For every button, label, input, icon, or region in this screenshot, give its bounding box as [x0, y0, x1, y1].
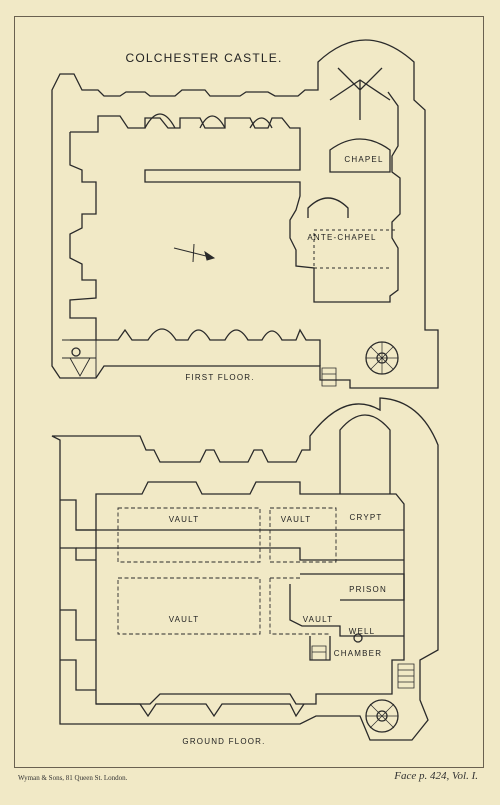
first-floor-outer-wall: [51, 39, 439, 389]
chapel-apse: [329, 138, 391, 173]
well-shaft: [353, 633, 363, 643]
vault-4-label: VAULT: [303, 615, 334, 624]
first-floor-south-bays: [96, 328, 321, 366]
ground-floor-stair-treads: [366, 703, 398, 729]
vault-2-label: VAULT: [281, 515, 312, 524]
ante-chapel-apse: [307, 197, 349, 218]
chapel-label: CHAPEL: [344, 155, 383, 164]
printer-credit: Wyman & Sons, 81 Queen St. London.: [18, 774, 128, 782]
first-floor-stair-sw: [62, 339, 97, 378]
prison-label: PRISON: [349, 585, 387, 594]
ground-floor-plan: [51, 397, 439, 741]
chamber-label: CHAMBER: [334, 649, 382, 658]
first-floor-dashed-lines: [313, 229, 398, 302]
first-floor-inner-wall: [70, 91, 401, 303]
well-label: WELL: [349, 627, 376, 636]
vault-1-label: VAULT: [169, 515, 200, 524]
ground-floor-outer-wall: [51, 397, 439, 741]
ground-floor-corridors: [76, 529, 404, 561]
vault-3-label: VAULT: [169, 615, 200, 624]
first-floor-north-arches: [144, 113, 273, 129]
page-reference: Face p. 424, Vol. I.: [394, 770, 478, 782]
first-floor-stair-ne-treads: [366, 342, 398, 374]
north-arrow: [173, 243, 216, 263]
first-floor-west-wall: [69, 132, 97, 341]
ground-floor-west-niches: [60, 499, 96, 691]
ground-floor-vault-outlines: [117, 507, 337, 635]
ground-floor-hatched-block: [397, 663, 415, 689]
crypt-label: CRYPT: [350, 513, 383, 522]
first-floor-stair-sw-newel: [71, 347, 81, 357]
first-floor-hatched-block: [321, 367, 337, 387]
chapel-star-vault: [329, 67, 391, 120]
ground-floor-south-bays: [96, 703, 305, 718]
plate-title: COLCHESTER CASTLE.: [126, 51, 283, 65]
first-floor-caption: FIRST FLOOR.: [185, 373, 254, 382]
crypt-apse: [339, 414, 391, 494]
ante-chapel-label: ANTE-CHAPEL: [307, 233, 376, 242]
ground-floor-caption: GROUND FLOOR.: [182, 737, 265, 746]
first-floor-plan: [51, 39, 439, 389]
ground-floor-small-stair: [311, 645, 327, 661]
plate-border: [14, 16, 484, 768]
